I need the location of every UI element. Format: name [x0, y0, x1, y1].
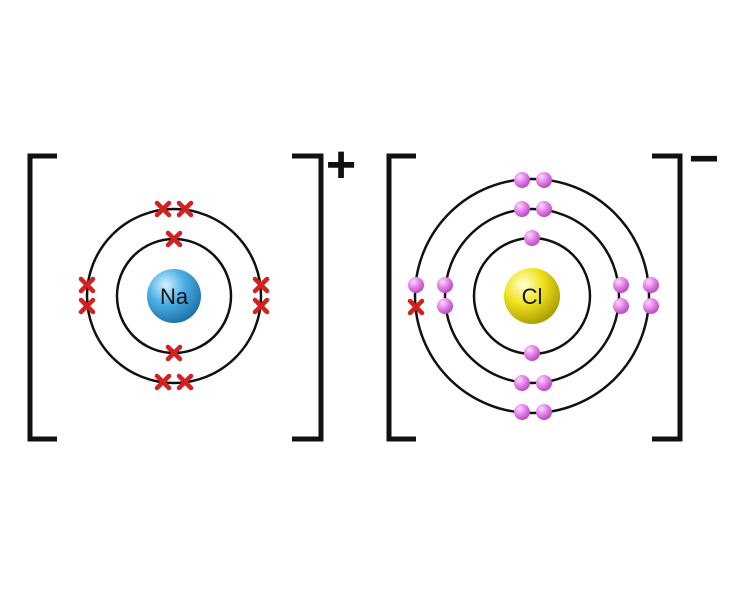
sodium-electrons — [78, 200, 270, 391]
electron-cross — [154, 200, 172, 218]
electron-dot — [524, 345, 540, 361]
electron-dot — [536, 172, 552, 188]
electron-cross — [165, 344, 183, 362]
electron-cross — [176, 373, 194, 391]
electron-cross — [252, 276, 270, 294]
electron-dot — [524, 230, 540, 246]
electron-dot — [613, 277, 629, 293]
electron-dot — [514, 375, 530, 391]
sodium-right-bracket — [292, 153, 324, 442]
sodium-charge-label: + — [326, 136, 356, 194]
electron-dot — [514, 172, 530, 188]
electron-dot — [437, 298, 453, 314]
electron-dot — [437, 277, 453, 293]
electron-cross — [252, 297, 270, 315]
electron-dot — [536, 375, 552, 391]
sodium-symbol: Na — [160, 284, 189, 309]
electron-dot — [536, 201, 552, 217]
electron-dot — [514, 201, 530, 217]
chloride-symbol: Cl — [522, 284, 543, 309]
chloride-ion: − Cl — [386, 130, 719, 442]
chloride-middle-shell — [443, 207, 621, 385]
electron-cross — [165, 230, 183, 248]
electron-dot — [536, 404, 552, 420]
chloride-right-bracket — [652, 153, 683, 442]
chloride-electrons — [407, 172, 659, 420]
electron-dot — [514, 404, 530, 420]
electron-dot — [408, 277, 424, 293]
sodium-outer-shell — [85, 207, 263, 385]
chloride-charge-label: − — [689, 130, 719, 188]
electron-dot — [613, 298, 629, 314]
electron-cross — [154, 373, 172, 391]
electron-cross — [78, 276, 96, 294]
chloride-left-bracket — [386, 153, 416, 442]
transferred-electron-cross — [407, 298, 425, 316]
electron-cross — [176, 200, 194, 218]
sodium-left-bracket — [27, 153, 57, 442]
sodium-nucleus — [147, 269, 201, 323]
electron-dot — [643, 298, 659, 314]
electron-dot — [643, 277, 659, 293]
chloride-nucleus — [504, 268, 560, 324]
electron-cross — [78, 297, 96, 315]
sodium-ion: + Na — [27, 136, 356, 442]
chloride-outer-shell — [413, 177, 651, 415]
